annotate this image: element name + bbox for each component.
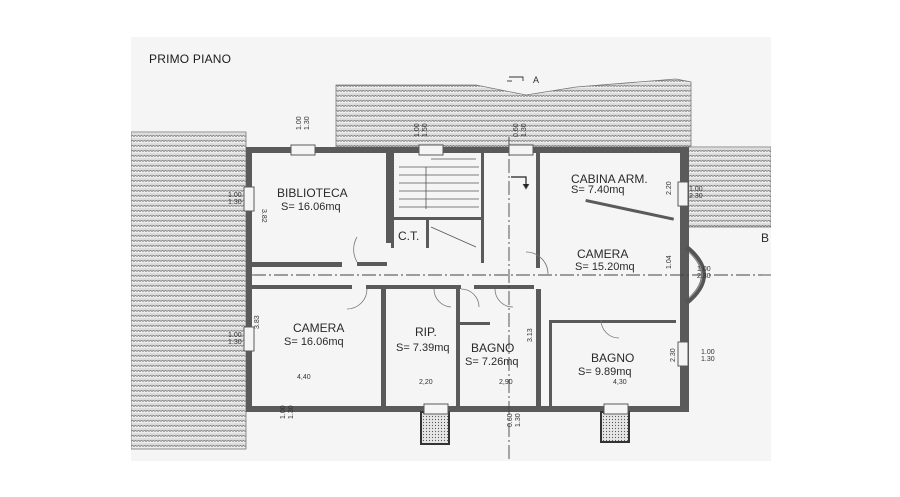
dim-camera-left-w: 4,40 <box>297 374 311 381</box>
room-label-biblioteca: BIBLIOTECA <box>277 186 348 200</box>
dim-right3-a: 1.00 <box>701 349 715 356</box>
dim-camera-right-h: 1.04 <box>666 255 673 269</box>
staircase <box>399 158 530 248</box>
dim-bagno-right-w: 4,30 <box>613 379 627 386</box>
room-label-bagno-centre: BAGNO <box>471 341 514 355</box>
dim-top3-b: 1.30 <box>521 123 528 137</box>
room-label-rip: RIP. <box>415 325 437 339</box>
floor-plan-sheet: PRIMO PIANO <box>131 37 771 461</box>
dim-right3-b: 1.30 <box>701 356 715 363</box>
dim-bagno-centre-h: 3.13 <box>527 328 534 342</box>
room-area-bagno-right: S= 9.89mq <box>578 366 632 378</box>
dim-left1-b: 1.30 <box>228 199 242 206</box>
dim-top2-a: 1.00 <box>414 123 421 137</box>
dimension-labels: 1.00 1.30 1.00 1.50 0.60 1.30 1.00 1.30 … <box>228 116 715 427</box>
dim-top1-a: 1.00 <box>296 116 303 130</box>
dim-bot1-b: 1.30 <box>288 405 295 419</box>
partial-label: B <box>761 231 769 245</box>
window-openings <box>243 144 689 415</box>
room-label-camera-left: CAMERA <box>293 321 344 335</box>
dim-biblio-h: 3.82 <box>260 209 267 223</box>
dim-right2-a: 1.00 <box>697 266 711 273</box>
dim-cabina-h: 2.20 <box>666 181 673 195</box>
dim-bagno-centre-w: 2,90 <box>499 379 513 386</box>
section-axis <box>252 76 771 461</box>
room-label-cabina: CABINA ARM. <box>571 172 648 186</box>
dim-rip-w: 2,20 <box>419 379 433 386</box>
roof-tiles <box>131 78 771 450</box>
dim-bagno-right-h: 2.30 <box>670 348 677 362</box>
dim-top1-b: 1.30 <box>304 116 311 130</box>
dim-top2-b: 1.50 <box>422 123 429 137</box>
room-label-bagno-right: BAGNO <box>591 351 634 365</box>
dim-bot1-a: 1.00 <box>280 405 287 419</box>
dim-camera-left-h: 3.83 <box>254 315 261 329</box>
dim-right2-b: 2.30 <box>697 273 711 280</box>
room-area-cabina: S= 7.40mq <box>571 184 625 196</box>
bay-window <box>684 245 706 305</box>
interior-walls <box>252 153 676 412</box>
floor-plan-drawing: BIBLIOTECA S= 16.06mq C.T. CABINA ARM. S… <box>131 75 771 461</box>
room-area-biblioteca: S= 16.06mq <box>281 201 341 213</box>
dim-right1-b: 2.30 <box>689 193 703 200</box>
room-area-rip: S= 7.39mq <box>396 342 450 354</box>
dim-left1-a: 1.00 <box>228 192 242 199</box>
dim-left2-b: 1.30 <box>228 339 242 346</box>
dim-bot2-b: 1.30 <box>515 413 522 427</box>
plan-title: PRIMO PIANO <box>149 52 232 66</box>
dim-left2-a: 1.00 <box>228 332 242 339</box>
room-label-camera-right: CAMERA <box>577 247 628 261</box>
dim-right1-a: 1.00 <box>689 186 703 193</box>
section-marker: A <box>533 75 539 85</box>
room-area-bagno-centre: S= 7.26mq <box>465 356 519 368</box>
balcony-grilles <box>420 411 630 445</box>
room-area-camera-right: S= 15.20mq <box>575 261 635 273</box>
room-label-ct: C.T. <box>398 229 419 243</box>
room-area-camera-left: S= 16.06mq <box>284 336 344 348</box>
doors <box>346 236 620 339</box>
dim-top3-a: 0.60 <box>513 123 520 137</box>
dim-bot2-a: 0.60 <box>507 413 514 427</box>
